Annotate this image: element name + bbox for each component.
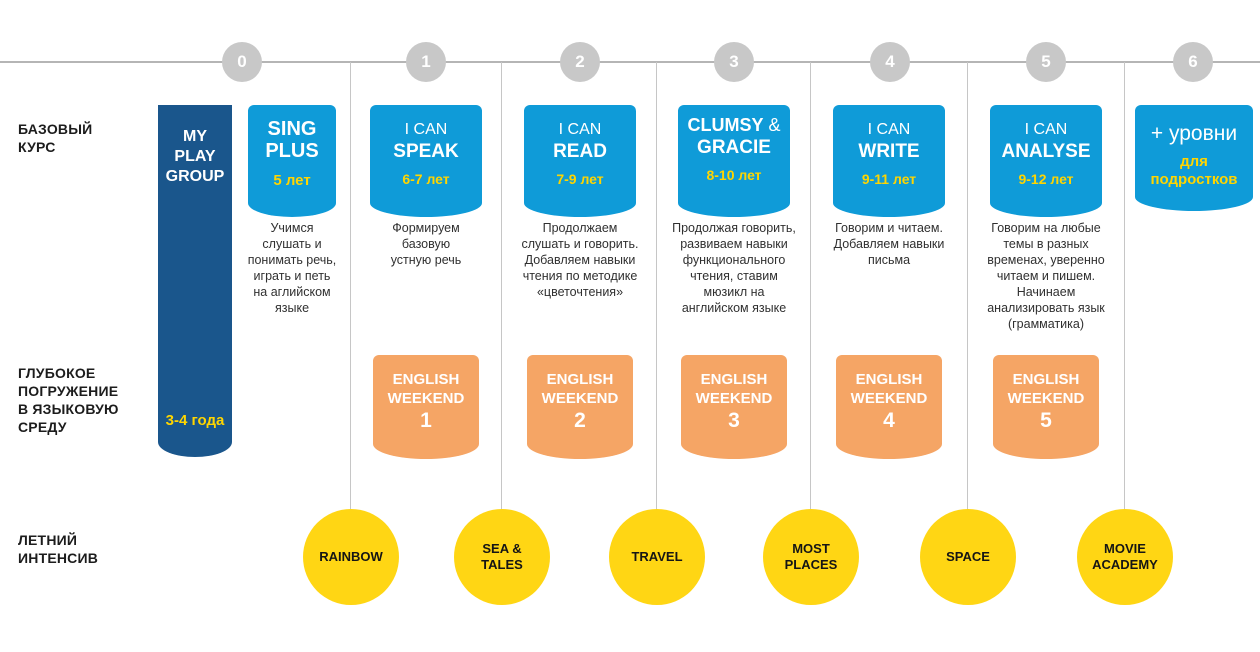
course-description: Продолжаем слушать и говорить. Добавляем…	[521, 221, 639, 299]
level-marker-4: 4	[870, 42, 910, 82]
course-badge-i-can-analyse: I CAN ANALYSE 9-12 лет	[990, 105, 1102, 217]
english-weekend-badge-1: ENGLISH WEEKEND 1	[373, 355, 479, 459]
course-age: 3-4 года	[165, 412, 225, 429]
summer-circle-space: SPACE	[920, 509, 1016, 605]
course-title: SING PLUS	[265, 118, 319, 162]
row-label-summer-intensive: ЛЕТНИЙ ИНТЕНСИВ	[18, 532, 99, 566]
english-weekend-badge-3: ENGLISH WEEKEND 3	[681, 355, 787, 459]
course-title-top: I CAN	[558, 121, 602, 138]
level-marker-0: 0	[222, 42, 262, 82]
weekend-number: 5	[1040, 409, 1052, 432]
course-description: Формируем базовую устную речь	[390, 221, 462, 267]
divider-line-1	[350, 62, 351, 510]
course-title-main: GRACIE	[697, 137, 771, 158]
level-marker-3: 3	[714, 42, 754, 82]
level-marker-2: 2	[560, 42, 600, 82]
course-badge-my-play-group: MY PLAY GROUP 3-4 года	[158, 105, 232, 457]
weekend-name: ENGLISH WEEKEND	[1007, 371, 1085, 407]
weekend-number: 4	[883, 409, 895, 432]
timeline-line	[0, 61, 1260, 63]
divider-line-4	[810, 62, 811, 510]
weekend-number: 1	[420, 409, 432, 432]
summer-circle-movie-academy: MOVIE ACADEMY	[1077, 509, 1173, 605]
course-title-top: I CAN	[867, 121, 911, 138]
course-title-top: I CAN	[1024, 121, 1068, 138]
course-description: Продолжая говорить, развиваем навыки фун…	[672, 221, 796, 315]
divider-line-2	[501, 62, 502, 510]
weekend-number: 3	[728, 409, 740, 432]
level-marker-1: 1	[406, 42, 446, 82]
weekend-name: ENGLISH WEEKEND	[695, 371, 773, 407]
course-age: 5 лет	[273, 172, 311, 189]
weekend-name: ENGLISH WEEKEND	[387, 371, 465, 407]
course-badge-teen-levels: + уровни для подростков	[1135, 105, 1253, 211]
weekend-name: ENGLISH WEEKEND	[850, 371, 928, 407]
divider-line-6	[1124, 62, 1125, 510]
course-badge-i-can-speak: I CAN SPEAK 6-7 лет	[370, 105, 482, 217]
course-age: 7-9 лет	[556, 171, 604, 187]
course-badge-clumsy-and-gracie: CLUMSY & GRACIE 8-10 лет	[678, 105, 790, 217]
course-title-top: I CAN	[404, 121, 448, 138]
summer-circle-most-places: MOST PLACES	[763, 509, 859, 605]
english-weekend-badge-5: ENGLISH WEEKEND 5	[993, 355, 1099, 459]
course-title-top: CLUMSY &	[687, 115, 781, 135]
weekend-name: ENGLISH WEEKEND	[541, 371, 619, 407]
course-title: + уровни	[1150, 122, 1238, 145]
course-age: 9-12 лет	[1018, 171, 1074, 187]
weekend-number: 2	[574, 409, 586, 432]
course-title-main: ANALYSE	[1001, 141, 1091, 162]
english-weekend-badge-2: ENGLISH WEEKEND 2	[527, 355, 633, 459]
course-title: MY PLAY GROUP	[165, 128, 225, 185]
course-badge-i-can-write: I CAN WRITE 9-11 лет	[833, 105, 945, 217]
level-marker-6: 6	[1173, 42, 1213, 82]
divider-line-5	[967, 62, 968, 510]
course-age: 9-11 лет	[861, 171, 917, 187]
level-marker-5: 5	[1026, 42, 1066, 82]
course-badge-sing-plus: SING PLUS 5 лет	[248, 105, 336, 217]
course-title-main: WRITE	[858, 141, 920, 162]
summer-circle-travel: TRAVEL	[609, 509, 705, 605]
divider-line-3	[656, 62, 657, 510]
course-title-main: SPEAK	[393, 141, 459, 162]
row-label-basic-course: БАЗОВЫЙ КУРС	[18, 121, 93, 155]
course-badge-i-can-read: I CAN READ 7-9 лет	[524, 105, 636, 217]
english-weekend-badge-4: ENGLISH WEEKEND 4	[836, 355, 942, 459]
row-label-immersion: ГЛУБОКОЕ ПОГРУЖЕНИЕ В ЯЗЫКОВУЮ СРЕДУ	[18, 365, 119, 435]
course-description: Говорим на любые темы в разных временах,…	[987, 221, 1105, 331]
course-age: 8-10 лет	[706, 167, 762, 183]
course-subtitle: для подростков	[1150, 153, 1238, 188]
summer-circle-rainbow: RAINBOW	[303, 509, 399, 605]
course-description: Говорим и читаем. Добавляем навыки письм…	[833, 221, 945, 267]
course-title-main: READ	[553, 141, 607, 162]
course-description: Учимся слушать и понимать речь, играть и…	[247, 221, 337, 315]
course-age: 6-7 лет	[402, 171, 450, 187]
summer-circle-sea-and-tales: SEA & TALES	[454, 509, 550, 605]
